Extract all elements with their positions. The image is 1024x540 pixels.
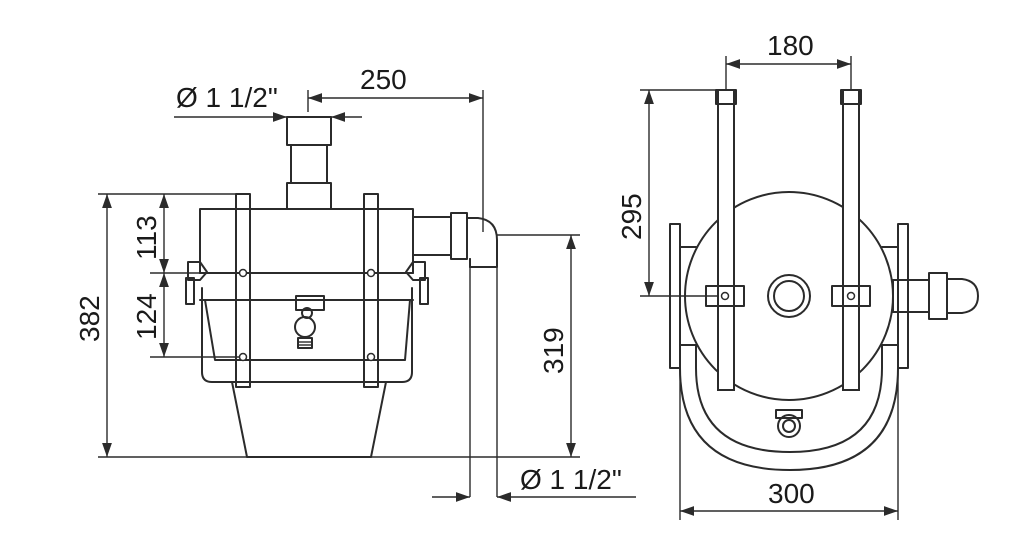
dim-label-319: 319 <box>538 327 569 374</box>
u-holder-outer <box>679 344 899 471</box>
dim-295: 295 <box>616 89 718 297</box>
dim-label-180: 180 <box>767 30 814 61</box>
dim-top-diameter: Ø 1 1/2" <box>174 82 362 122</box>
dim-label-382: 382 <box>74 295 105 342</box>
dim-180: 180 <box>725 30 852 90</box>
tank-body <box>185 193 429 458</box>
dim-label-295: 295 <box>616 193 647 240</box>
dim-300: 300 <box>679 368 899 520</box>
dim-label-250: 250 <box>360 64 407 95</box>
dim-label-300: 300 <box>768 478 815 509</box>
front-valve <box>775 409 803 438</box>
u-holder-inner <box>695 344 883 453</box>
dim-250: 250 <box>307 64 484 232</box>
dim-label-124: 124 <box>131 293 162 340</box>
side-view: Ø 1 1/2" 250 113 124 382 319 <box>74 64 636 502</box>
dim-label-top-diameter: Ø 1 1/2" <box>176 82 278 113</box>
front-view: 180 295 300 <box>616 30 979 520</box>
side-outlet-pipe <box>412 212 498 497</box>
dim-label-bottom-diameter: Ø 1 1/2" <box>520 464 622 495</box>
dim-319: 319 <box>371 234 580 458</box>
outlet-ring <box>767 274 811 318</box>
dim-left-heights: 113 124 382 <box>74 193 247 458</box>
dim-label-113: 113 <box>131 215 162 260</box>
front-side-pipe <box>892 272 979 320</box>
top-inlet-pipe <box>286 116 332 210</box>
dim-bottom-diameter: Ø 1 1/2" <box>432 464 636 502</box>
